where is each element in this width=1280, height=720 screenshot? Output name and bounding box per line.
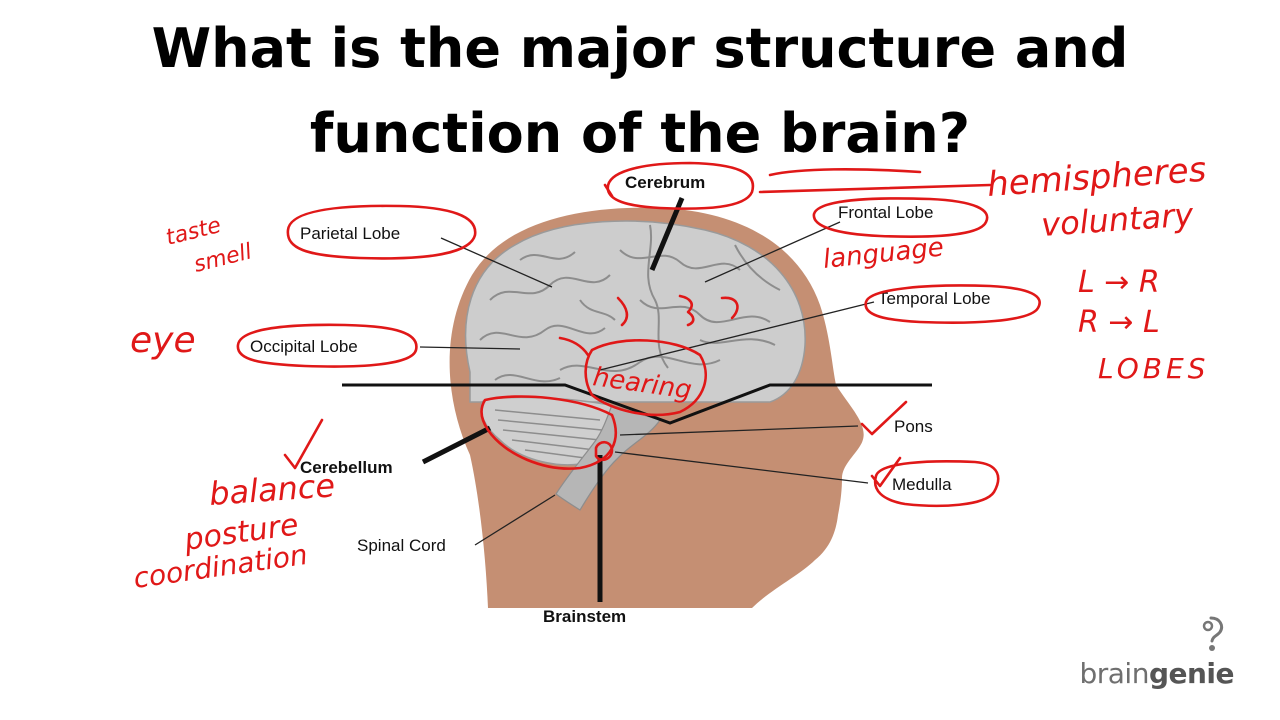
- note-language: language: [822, 232, 946, 274]
- note-smell: smell: [191, 239, 254, 277]
- label-parietal-lobe: Parietal Lobe: [300, 224, 400, 243]
- label-spinal-cord: Spinal Cord: [357, 536, 446, 555]
- label-temporal-lobe: Temporal Lobe: [878, 289, 990, 308]
- note-balance: balance: [208, 466, 336, 513]
- genie-lamp-icon: [1202, 616, 1224, 651]
- braingenie-logo: braingenie: [1079, 657, 1234, 690]
- title-line-1: What is the major structure and: [151, 17, 1129, 80]
- label-pons: Pons: [894, 417, 933, 436]
- note-eye: eye: [130, 320, 196, 361]
- logo-genie-text: genie: [1148, 657, 1235, 690]
- red-checkmarks: [283, 400, 908, 488]
- label-cerebellum: Cerebellum: [300, 458, 393, 477]
- leader-lines: [419, 221, 875, 546]
- label-occipital-lobe: Occipital Lobe: [250, 337, 358, 356]
- note-l-to-r: L → R: [1078, 265, 1160, 300]
- leader-lines-bold: [421, 197, 685, 602]
- note-taste: taste: [163, 213, 223, 251]
- label-cerebrum: Cerebrum: [625, 173, 705, 192]
- note-r-to-l: R → L: [1078, 305, 1160, 340]
- note-voluntary: voluntary: [1040, 195, 1196, 244]
- label-frontal-lobe: Frontal Lobe: [838, 203, 933, 222]
- red-annotation-circles: [236, 161, 1041, 508]
- section-line: [342, 383, 932, 425]
- logo-brain-text: brain: [1079, 657, 1149, 690]
- cerebrum-shape: [464, 220, 806, 403]
- red-brain-marks: [558, 294, 739, 357]
- label-brainstem: Brainstem: [543, 607, 626, 626]
- label-medulla: Medulla: [892, 475, 952, 494]
- note-lobes: LOBES: [1098, 352, 1209, 385]
- title-line-2: function of the brain?: [309, 102, 971, 165]
